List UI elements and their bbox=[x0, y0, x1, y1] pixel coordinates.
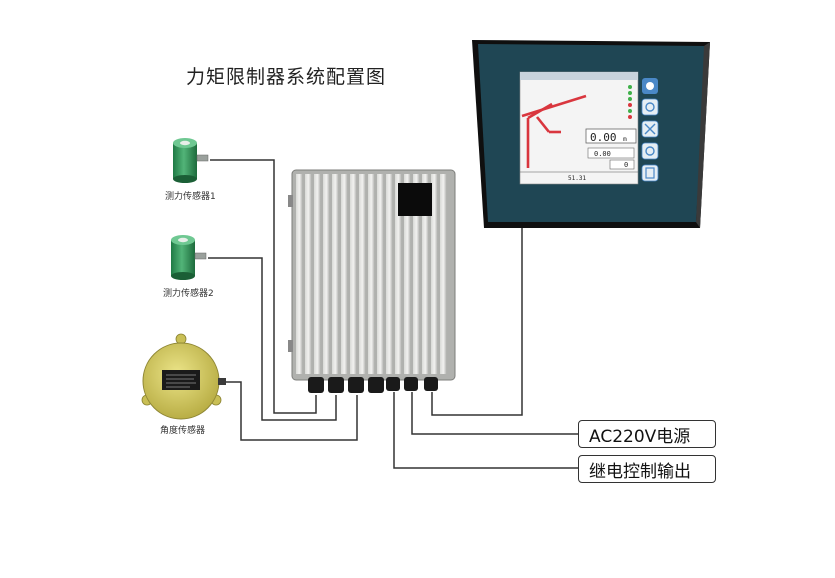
readout-small-1: 0.00 bbox=[594, 150, 611, 158]
load-cell-1-label: 测力传感器1 bbox=[165, 192, 216, 202]
wires bbox=[208, 159, 578, 469]
display-unit: 0.00 m 0.00 0 51.31 bbox=[472, 40, 710, 228]
controller-rib bbox=[332, 174, 339, 374]
controller-unit bbox=[288, 169, 456, 393]
readout-main: 0.00 m bbox=[590, 131, 627, 144]
controller-rib bbox=[296, 174, 303, 374]
readout-small-2: 0 bbox=[624, 161, 628, 169]
readout-bottom: 51.31 bbox=[568, 175, 586, 182]
load-cell-1-icon bbox=[173, 138, 209, 183]
controller-rib bbox=[323, 174, 330, 374]
controller-rib bbox=[341, 174, 348, 374]
controller-rib bbox=[422, 174, 429, 374]
display-side-buttons bbox=[641, 78, 659, 182]
relay-output-box: 继电控制输出 bbox=[578, 455, 716, 483]
controller-rib bbox=[386, 174, 393, 374]
relay-output-label: 继电控制输出 bbox=[589, 461, 691, 482]
controller-rib bbox=[440, 174, 447, 374]
controller-rib bbox=[368, 174, 375, 374]
angle-sensor-label: 角度传感器 bbox=[160, 426, 206, 436]
controller-rib bbox=[305, 174, 312, 374]
crane-icon bbox=[521, 94, 587, 168]
controller-rib bbox=[431, 174, 438, 374]
status-lamps bbox=[628, 85, 632, 119]
wire-angle-sensor bbox=[224, 381, 358, 441]
wire-power bbox=[411, 392, 578, 435]
diagram-title: 力矩限制器系统配置图 bbox=[186, 66, 387, 88]
controller-rib bbox=[395, 174, 402, 374]
controller-rib bbox=[404, 174, 411, 374]
load-cell-2-icon bbox=[171, 235, 207, 280]
wire-relay bbox=[393, 392, 578, 469]
controller-rib bbox=[314, 174, 321, 374]
load-cell-2-label: 测力传感器2 bbox=[163, 289, 214, 299]
power-output-label: AC220V电源 bbox=[589, 426, 691, 447]
angle-sensor-icon bbox=[141, 333, 226, 420]
wire-load-cell-2 bbox=[208, 257, 337, 421]
controller-rib bbox=[413, 174, 420, 374]
controller-rib bbox=[350, 174, 357, 374]
wire-load-cell-1 bbox=[210, 159, 317, 414]
power-output-box: AC220V电源 bbox=[578, 420, 716, 448]
wire-display bbox=[431, 216, 523, 416]
controller-rib bbox=[377, 174, 384, 374]
controller-rib bbox=[359, 174, 366, 374]
